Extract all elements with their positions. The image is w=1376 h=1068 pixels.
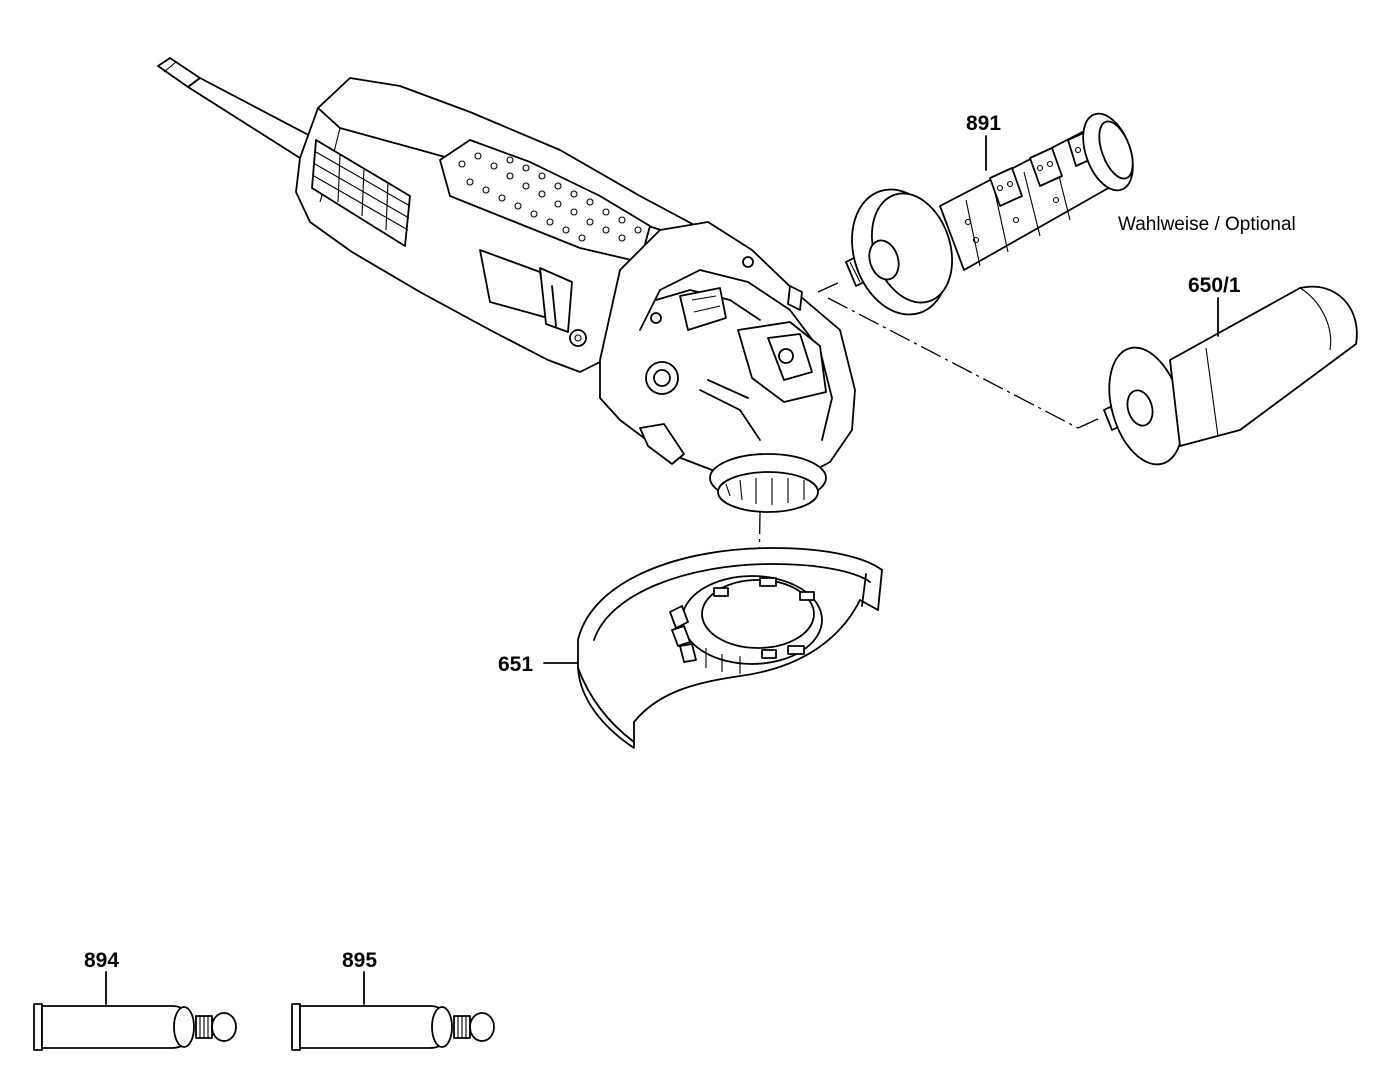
label-894: 894 [84,949,119,972]
label-651: 651 [498,653,533,676]
angle-grinder [157,57,856,513]
label-895: 895 [342,949,377,972]
housing-screw [569,329,587,347]
optional-note: Wahlweise / Optional [1118,214,1296,235]
part-651-guard: 651 [498,547,883,749]
part-891-aux-handle: 891 [845,112,1134,316]
label-891: 891 [966,112,1001,135]
spindle-collar [709,453,827,513]
gear-head [599,221,856,483]
label-650-1: 650/1 [1188,274,1241,297]
power-cord [157,57,319,159]
vent-grille [311,139,411,247]
part-895-grease-tube: 895 [291,949,495,1051]
switch [479,249,573,333]
part-650-1-aux-handle: 650/1 [1103,274,1358,466]
part-894-grease-tube: 894 [33,949,237,1051]
